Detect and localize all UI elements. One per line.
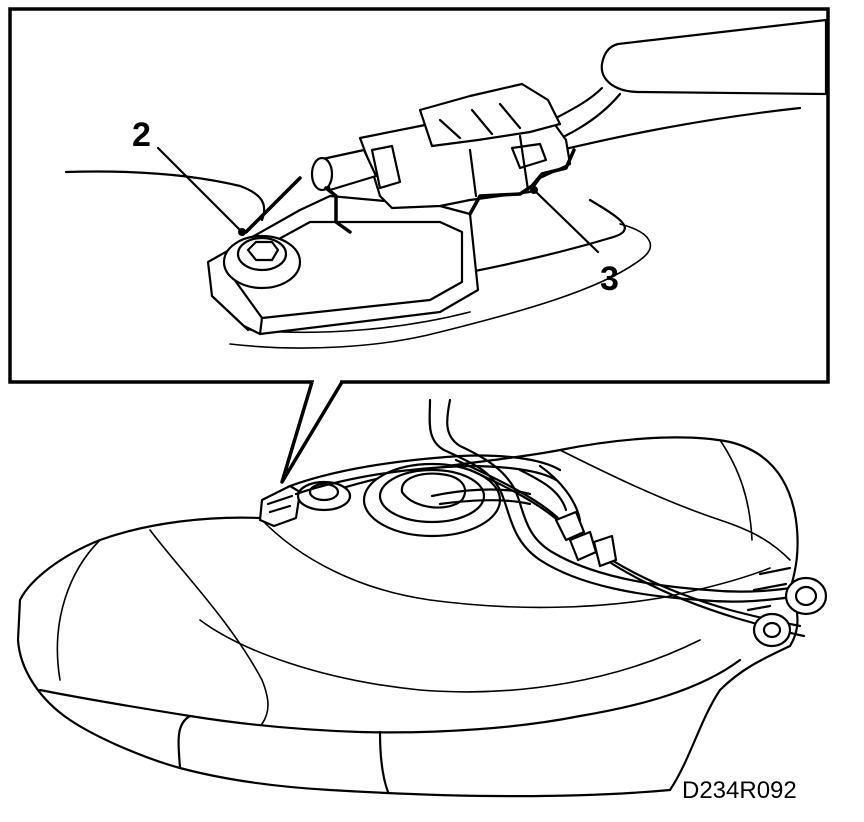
fuel-pipe-2 <box>446 398 808 593</box>
fuel-pipe-1 <box>428 398 802 603</box>
inset-harness-sleeve <box>600 18 828 96</box>
callout-leader-2 <box>156 146 244 234</box>
tank-left-contour <box>56 529 269 725</box>
inset-harness-wire-1 <box>554 86 604 120</box>
connector-plug <box>418 82 562 148</box>
pump-outlet-line <box>430 488 532 506</box>
callout-leader-3 <box>532 188 600 254</box>
breather-nipple <box>310 144 402 192</box>
sensor-base-side <box>210 294 264 336</box>
pump-module-flange <box>362 462 502 538</box>
connector-latch <box>510 142 548 170</box>
fuel-tank <box>16 398 828 798</box>
callout-dot-2 <box>238 228 246 236</box>
callout-label-2: 2 <box>132 116 151 154</box>
detail-inset: 2 3 <box>8 7 830 384</box>
connector-ridges <box>438 102 530 198</box>
tank-right-contour <box>559 439 791 561</box>
harness-line-a <box>288 454 562 488</box>
tank-lower-edge <box>38 658 742 734</box>
fuel-pipe-3 <box>454 458 802 628</box>
sensor-base-inner-edge <box>224 220 464 320</box>
callout-dot-3 <box>530 186 538 194</box>
inset-tank-contour <box>64 170 266 222</box>
sensor-outline-highlight <box>244 148 576 234</box>
figure-code: D234R092 <box>682 777 797 804</box>
right-connectors <box>518 464 618 568</box>
tank-side-seam <box>177 714 390 794</box>
filler-neck-fittings <box>746 566 828 648</box>
inset-pointer <box>280 381 344 484</box>
tank-mid-contour <box>199 619 701 693</box>
mounting-bolt <box>222 234 302 290</box>
harness-line-b <box>294 464 558 496</box>
tank-top-contour <box>259 517 771 609</box>
inset-tank-lower-curve <box>229 223 652 349</box>
inset-harness-wire-2 <box>563 92 622 138</box>
callout-label-3: 3 <box>600 260 619 298</box>
